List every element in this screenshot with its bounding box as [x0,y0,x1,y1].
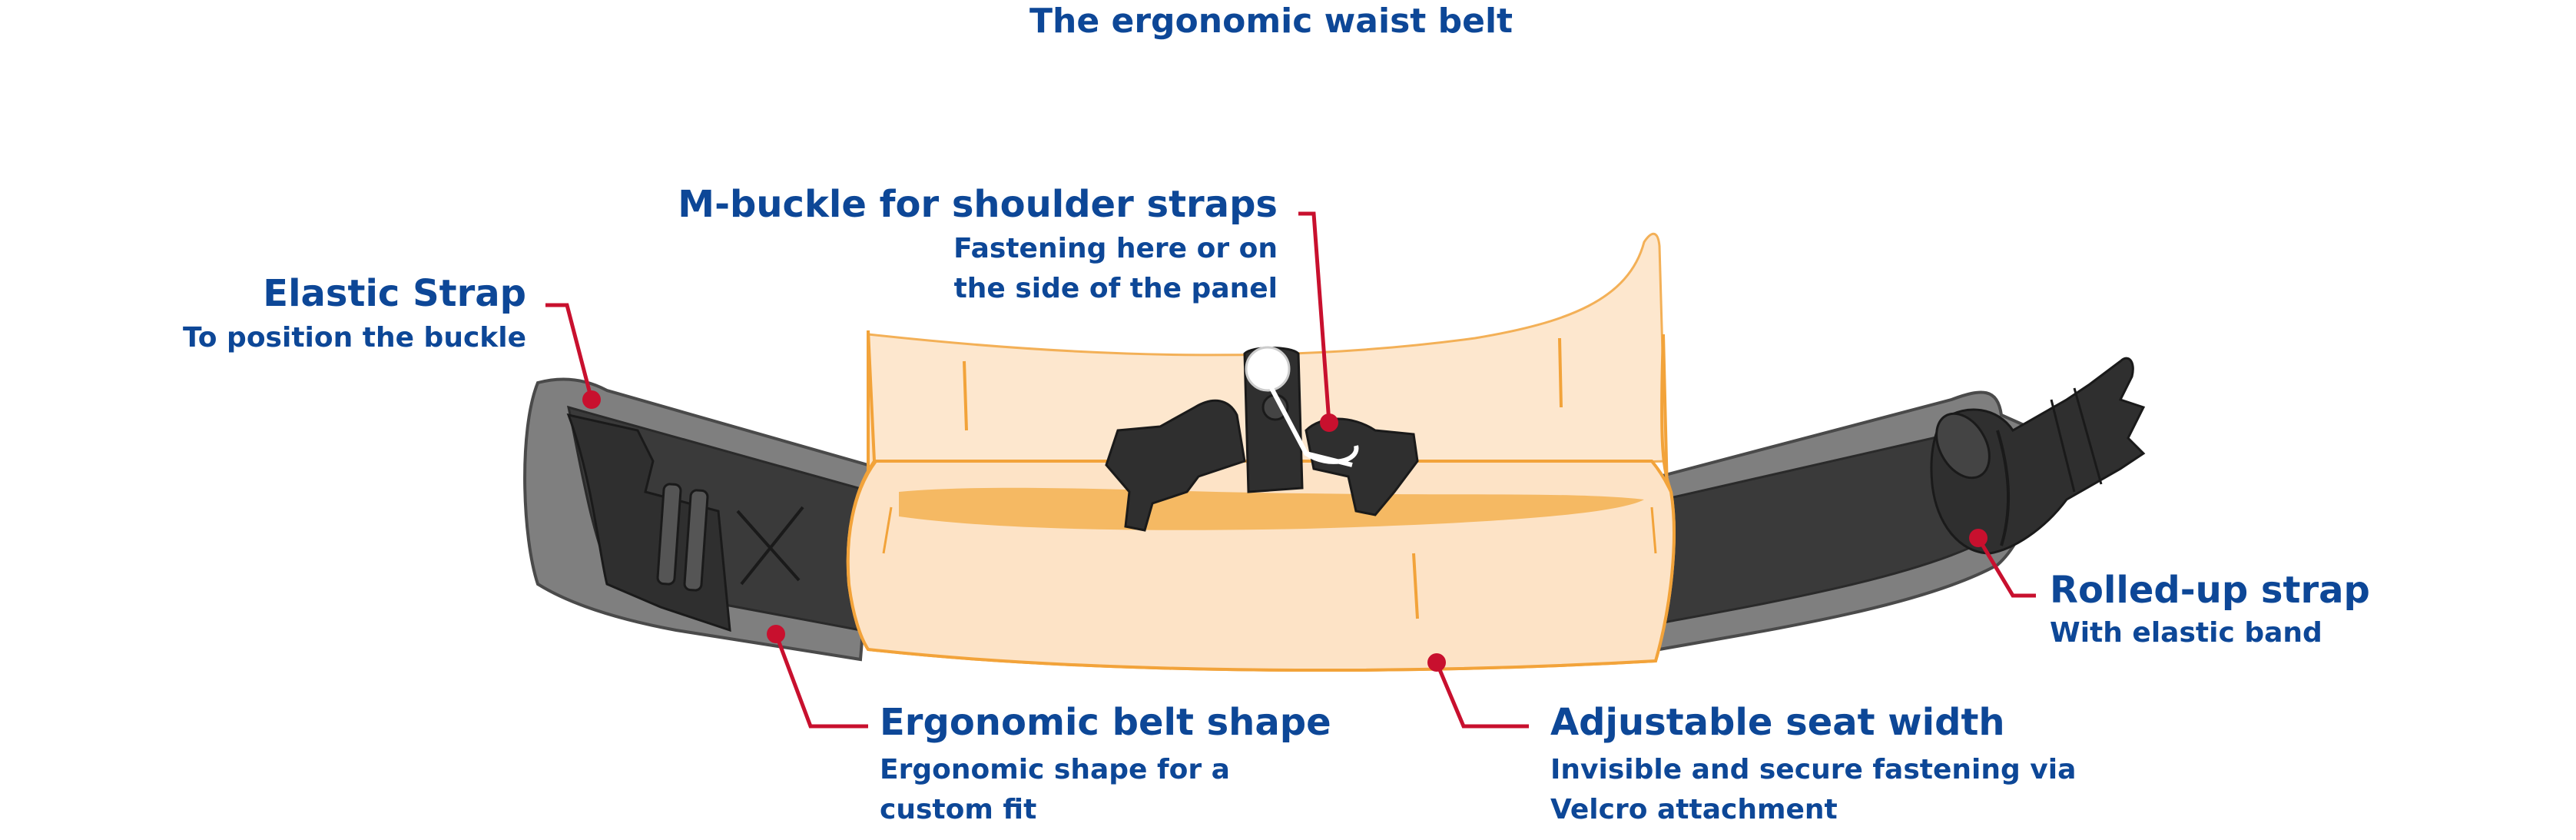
left-belt-arm [523,377,878,662]
callout-text: custom fit [880,794,1037,825]
callout-heading: Elastic Strap [263,272,526,315]
leader-rolled-up-strap [1976,536,2036,598]
leader-dot-rolled-up-strap [1969,529,1988,547]
leader-dots [582,390,1988,672]
callout-text: Fastening here or on [953,233,1278,264]
callout-text: Velcro attachment [1550,794,1838,825]
leader-elastic-strap [545,303,594,400]
m-buckle [1105,346,1419,532]
callout-text: Ergonomic shape for a [880,754,1230,785]
seat-panel-top-band [899,487,1644,530]
leader-dot-elastic-strap [582,390,601,409]
leader-dot-seat-width [1427,653,1446,672]
page-title: The ergonomic waist belt [1029,2,1513,41]
leader-seat-width [1434,662,1529,729]
leader-dot-m-buckle [1320,413,1338,432]
right-belt-arm [1658,357,2146,652]
callout-text: the side of the panel [953,273,1278,304]
callout-text: Invisible and secure fastening via [1550,754,2077,785]
leader-m-buckle [1298,211,1331,423]
leader-lines [545,211,2036,729]
seat-panel [846,330,1676,672]
callout-text: To position the buckle [183,322,526,354]
callout-heading: Rolled-up strap [2050,569,2370,612]
leader-ergonomic-shape [774,633,868,729]
callout-heading: Adjustable seat width [1550,701,2005,744]
rolled-strap [1930,357,2146,555]
callout-heading: M-buckle for shoulder straps [678,183,1278,226]
callout-text: With elastic band [2050,617,2322,649]
callout-heading: Ergonomic belt shape [880,701,1331,744]
leader-dot-ergonomic-shape [767,625,785,643]
